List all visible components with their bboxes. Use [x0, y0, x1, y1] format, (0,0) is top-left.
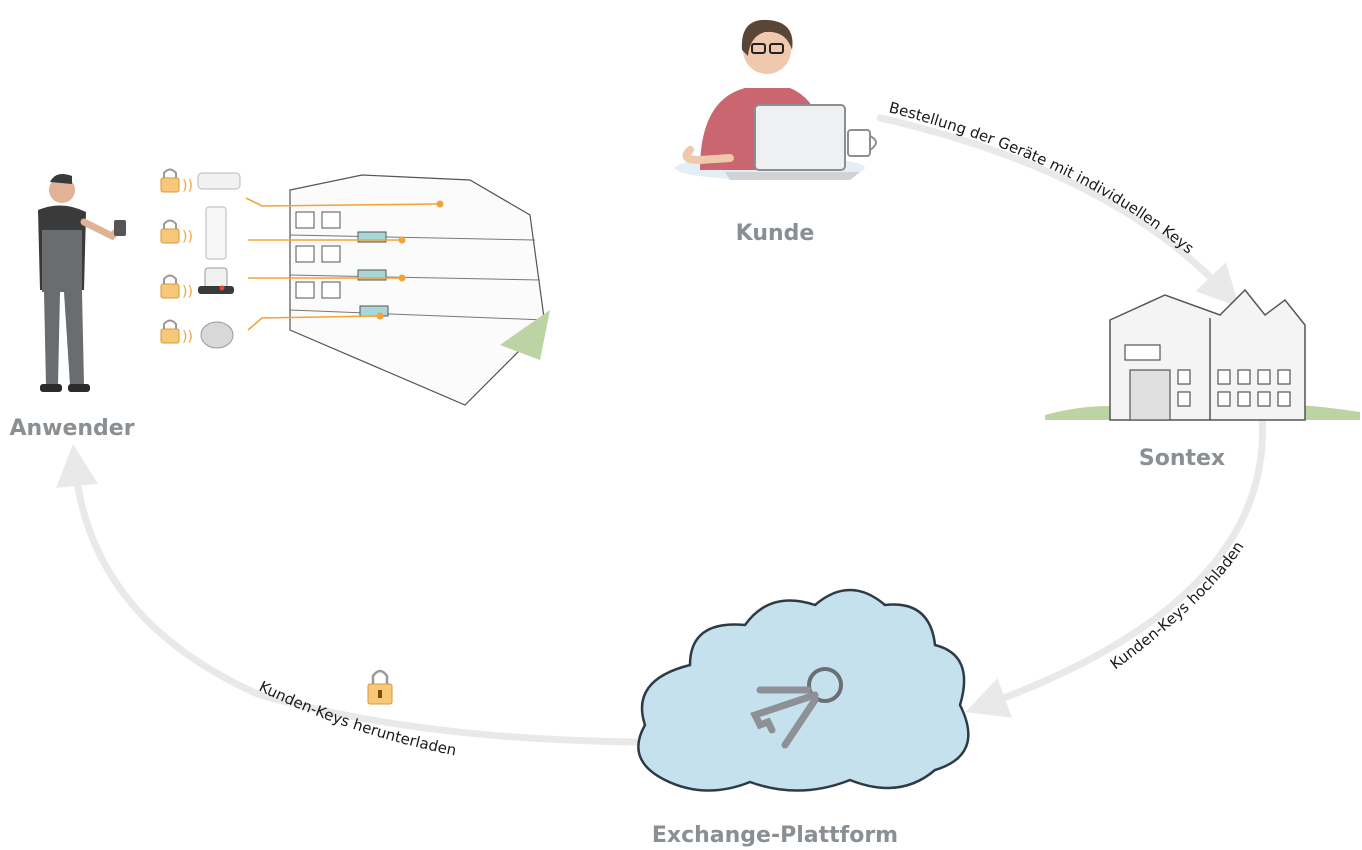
cloud-illustration — [637, 588, 970, 792]
arrow-order — [876, 114, 1240, 308]
flow-label-upload: Kunden-Keys hochladen — [1107, 538, 1248, 673]
svg-text:)): )) — [182, 284, 193, 300]
factory-illustration — [1045, 288, 1360, 421]
flow-label-download: Kunden-Keys herunterladen — [256, 677, 458, 759]
node-label-kunde: Kunde — [736, 221, 815, 246]
arrow-upload — [965, 411, 1267, 718]
download-lock-icon — [367, 669, 393, 705]
node-label-sontex: Sontex — [1139, 446, 1225, 471]
device-row-2: )) — [160, 206, 406, 260]
svg-text:)): )) — [182, 329, 193, 345]
svg-text:)): )) — [182, 229, 193, 245]
device-row-1: )) — [160, 168, 444, 208]
lock-icon — [160, 274, 180, 299]
node-label-anwender: Anwender — [9, 416, 134, 441]
keys-icon — [750, 667, 843, 749]
device-row-4: )) — [160, 312, 384, 349]
device-row-3: )) — [160, 267, 406, 300]
lock-icon — [160, 319, 180, 344]
user-illustration — [38, 174, 126, 392]
arrow-download — [56, 444, 644, 746]
node-label-exchange: Exchange-Plattform — [652, 823, 898, 848]
flow-label-order: Bestellung der Geräte mit individuellen … — [887, 98, 1197, 257]
lock-icon — [160, 168, 180, 193]
building-illustration — [289, 174, 550, 406]
svg-text:)): )) — [182, 178, 193, 194]
lock-icon — [160, 219, 180, 244]
customer-illustration — [675, 19, 877, 180]
